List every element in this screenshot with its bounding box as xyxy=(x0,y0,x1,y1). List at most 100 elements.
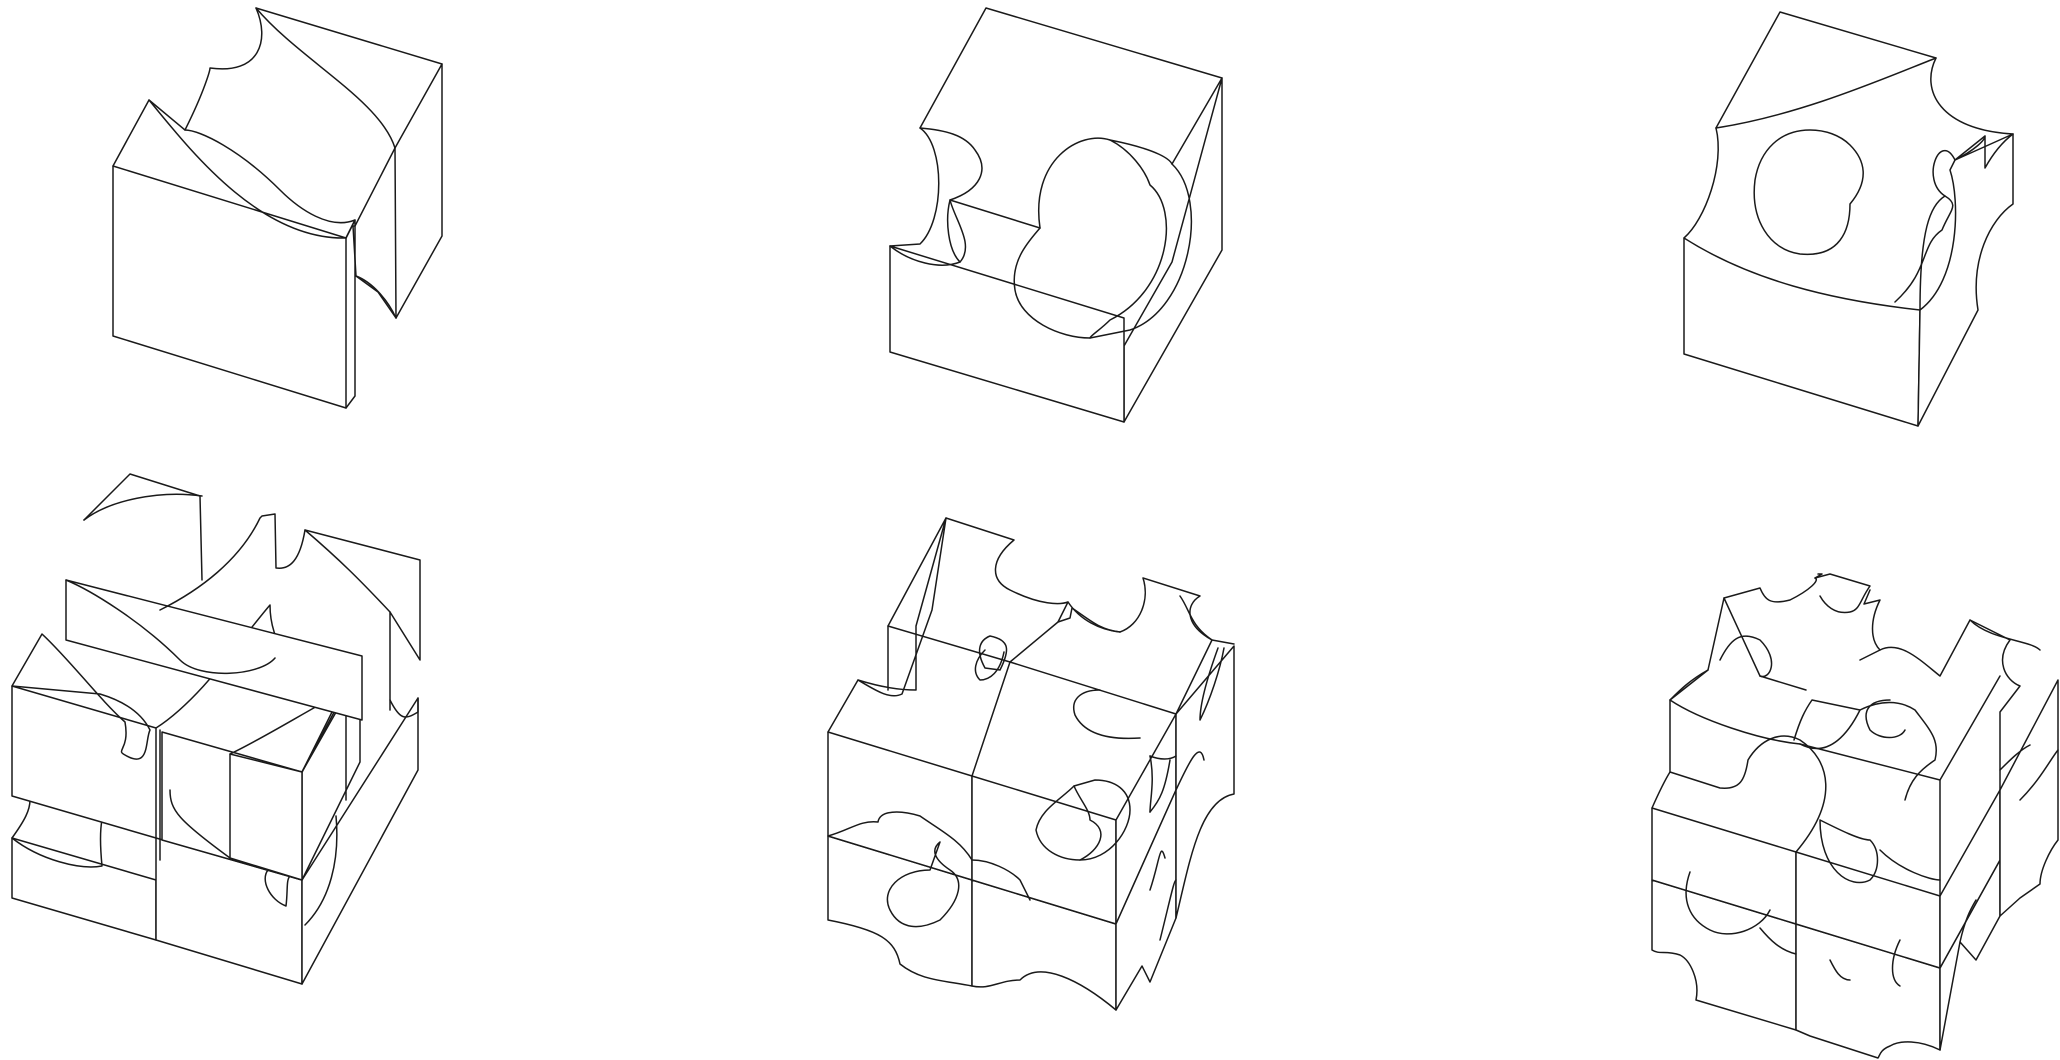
upper-ridge-2 xyxy=(1669,669,1709,701)
mid-top-left xyxy=(11,633,151,760)
upper-ridge xyxy=(1669,597,1807,773)
lower-notch xyxy=(11,799,31,839)
lower-slot xyxy=(1829,959,1851,981)
hole-1 xyxy=(1865,699,1906,739)
right-face-outer xyxy=(1175,645,1235,919)
block-front-face xyxy=(1683,237,1921,427)
vertical-edge xyxy=(394,147,397,319)
top-notches xyxy=(1723,573,1823,603)
upper-hole xyxy=(1719,635,1773,678)
top-diag xyxy=(887,625,1011,777)
hole-2-curve xyxy=(1879,849,1941,881)
top-edge-link xyxy=(148,99,186,131)
middle-front-face xyxy=(11,685,157,839)
lower-slot-2 xyxy=(1891,939,1901,987)
inner-ridge xyxy=(1793,699,1861,750)
top-notch-3 xyxy=(1859,589,1881,661)
panel-tile-2-single xyxy=(889,7,1223,423)
right-slot xyxy=(1959,899,1977,943)
top-notch xyxy=(857,517,947,691)
hole-outline xyxy=(1037,137,1173,229)
inner-diag xyxy=(1939,675,2001,781)
left-curve xyxy=(1683,127,1719,239)
slot-a xyxy=(1149,755,1153,813)
edge-notch xyxy=(1179,595,1213,641)
front-face-lower-left xyxy=(827,835,973,987)
corner-edge xyxy=(1954,135,1986,161)
top-inner xyxy=(1067,601,1121,633)
hole-3 xyxy=(886,841,960,928)
lower-right-face xyxy=(301,697,419,985)
right-curve xyxy=(2019,749,2059,801)
mid-curve xyxy=(169,789,231,859)
inner-curve xyxy=(1859,701,1937,801)
top-ridge xyxy=(1009,621,1059,663)
top-right-edge xyxy=(1969,619,2041,651)
slot-edge xyxy=(345,219,356,409)
side-slot-2 xyxy=(1159,879,1177,941)
slot-curve xyxy=(355,275,397,319)
lower-cutout xyxy=(11,819,103,868)
right-notch xyxy=(1999,744,2031,771)
lower-curve xyxy=(304,815,338,926)
notch-curve xyxy=(255,7,396,149)
upper-curve xyxy=(65,579,276,675)
block-right-face xyxy=(1123,77,1223,423)
upper-top-1 xyxy=(83,473,203,581)
lower-front-face xyxy=(11,837,157,941)
mid-curve-left xyxy=(827,811,973,861)
top-right xyxy=(1879,619,2021,791)
panel-tile-1-assembly xyxy=(11,473,421,985)
block-right-face xyxy=(352,63,443,319)
block-top-edge xyxy=(112,7,443,239)
hole-1 xyxy=(978,635,1008,671)
upper-right xyxy=(304,529,421,711)
lower-slot xyxy=(264,869,291,907)
block-front-face xyxy=(889,245,1125,423)
top-notch-2 xyxy=(1814,573,1871,614)
side-curve-inner xyxy=(1919,195,1946,311)
block-right-face xyxy=(1917,133,2014,427)
panel-tile-3-assembly xyxy=(1651,573,2059,1059)
panel-tile-2-assembly xyxy=(827,517,1235,1011)
slot-top xyxy=(1149,755,1177,760)
panel-tile-1-single xyxy=(112,7,443,409)
hole-outline xyxy=(1753,129,1864,256)
notch-inner xyxy=(946,199,967,263)
hole-2-inner xyxy=(1073,785,1102,861)
mid-curve-right xyxy=(971,859,1031,901)
top-edge xyxy=(1651,735,1827,853)
side-notch xyxy=(1149,850,1166,891)
right-face-outer xyxy=(1999,679,2059,917)
front-cutout xyxy=(1073,689,1141,740)
upper-right-notch xyxy=(389,697,419,718)
hole-inner xyxy=(1089,139,1168,339)
top-right-edge xyxy=(1175,639,1213,715)
upper-top-2 xyxy=(159,513,391,613)
front-face-lower-left xyxy=(1651,879,1797,1031)
hole-2 xyxy=(1819,819,1879,884)
side-curve xyxy=(1175,751,1205,791)
notch-left xyxy=(889,127,940,247)
center-block xyxy=(229,753,303,881)
slot-b xyxy=(1149,759,1171,813)
block-front-face xyxy=(112,165,347,409)
hole-1-inner xyxy=(974,649,1005,681)
hole-2 xyxy=(1035,779,1131,861)
lower-cutout-2 xyxy=(1759,927,1797,955)
upper-front-face xyxy=(65,579,363,721)
front-face-lower-right xyxy=(971,879,1117,1011)
top-ridge xyxy=(1715,57,1937,129)
block-top-edge xyxy=(1715,11,2014,135)
corner-notch xyxy=(1954,133,2014,169)
lower-cutout xyxy=(1685,871,1771,935)
notch-left-bottom xyxy=(889,245,961,266)
side-slot xyxy=(1199,647,1225,721)
panel-tile-3-single xyxy=(1683,11,2014,427)
upper-ridge-3 xyxy=(1669,699,1801,745)
block-top-edge xyxy=(919,7,1223,339)
top-front-edge xyxy=(1009,661,1177,715)
upper-ridge-1 xyxy=(83,493,203,521)
